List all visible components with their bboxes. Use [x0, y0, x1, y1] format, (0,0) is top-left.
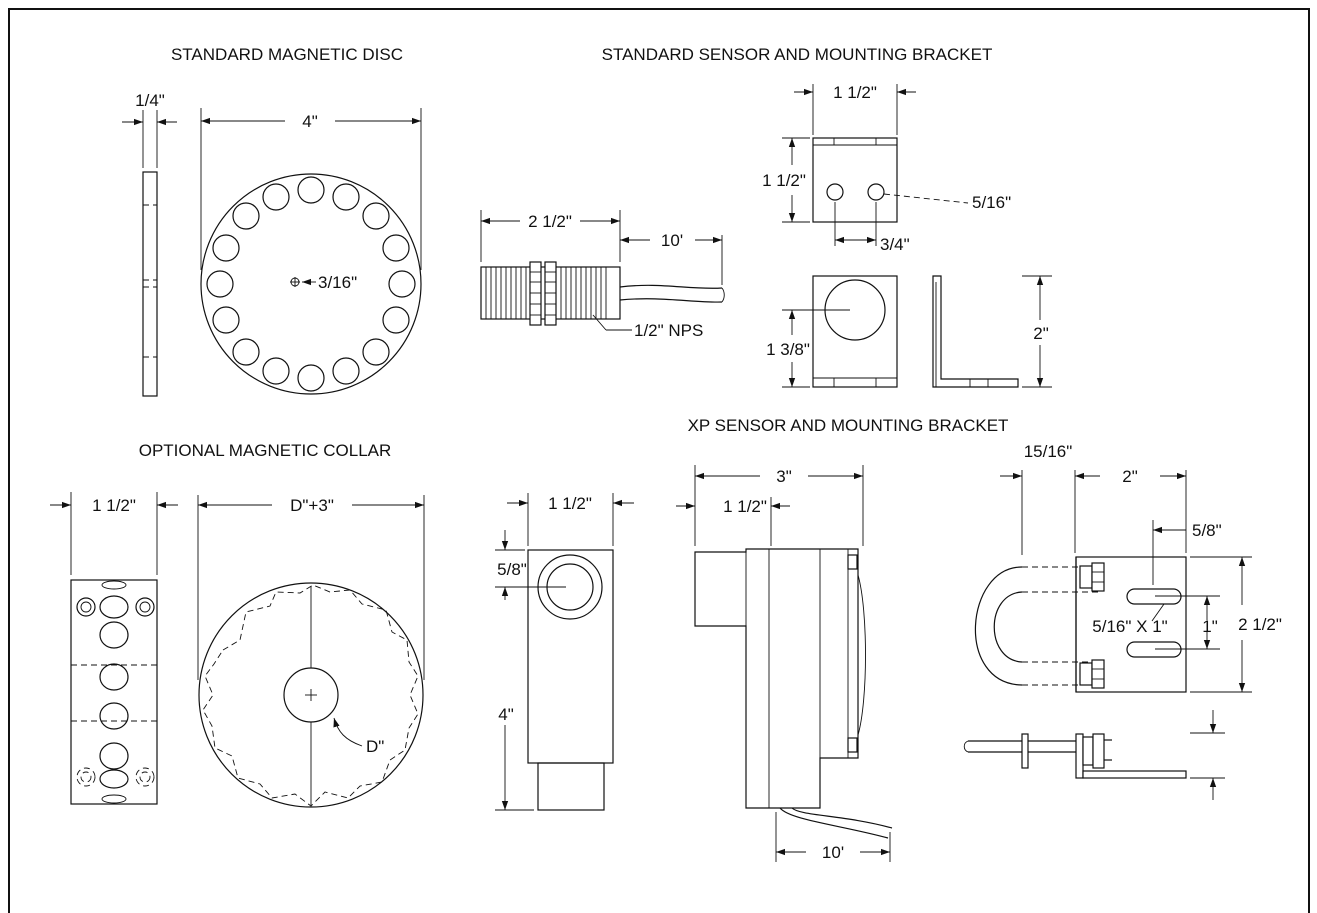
bracket-hole-label: 5/16"	[972, 193, 1011, 212]
disc-thickness-label: 1/4"	[135, 91, 165, 110]
title-standard-sensor: STANDARD SENSOR AND MOUNTING BRACKET	[602, 45, 993, 64]
disc-hole-label: 3/16"	[318, 273, 357, 292]
bracket-width-label: 1 1/2"	[833, 83, 877, 102]
xp-bracket-width-label: 2"	[1122, 467, 1138, 486]
xp-top-offset-label: 5/8"	[497, 560, 527, 579]
title-xp-sensor: XP SENSOR AND MOUNTING BRACKET	[688, 416, 1009, 435]
title-optional-magnetic-collar: OPTIONAL MAGNETIC COLLAR	[139, 441, 392, 460]
xp-ubolt-offset-label: 15/16"	[1024, 442, 1073, 461]
xp-ubolt-bracket-bottom	[963, 710, 1225, 800]
standard-bracket-front	[782, 84, 969, 246]
xp-slot-offset-label: 5/8"	[1192, 521, 1222, 540]
xp-side-offset-label: 1 1/2"	[723, 497, 767, 516]
collar-bore-label: D"	[366, 737, 384, 756]
xp-slot-spacing-label: 1"	[1202, 617, 1218, 636]
bracket-side-height-label: 2"	[1033, 324, 1049, 343]
xp-ubolt-bracket-front	[974, 470, 1252, 693]
xp-slot-size-label: 5/16" X 1"	[1092, 617, 1167, 636]
collar-front-view	[197, 495, 425, 808]
bracket-hole-center-label: 1 3/8"	[766, 340, 810, 359]
xp-cable-label: 10'	[822, 843, 844, 862]
collar-diameter-label: D"+3"	[290, 496, 334, 515]
xp-bracket-height-label: 2 1/2"	[1238, 615, 1282, 634]
sensor-length-label: 2 1/2"	[528, 212, 572, 231]
xp-front-width-label: 1 1/2"	[548, 494, 592, 513]
xp-sensor-front	[495, 493, 634, 811]
sensor-thread-label: 1/2" NPS	[634, 321, 703, 340]
standard-sensor-body	[480, 210, 725, 331]
sensor-cable-label: 10'	[661, 231, 683, 250]
bracket-height-label: 1 1/2"	[762, 171, 806, 190]
xp-height-label: 4"	[498, 705, 514, 724]
disc-front-view	[200, 108, 422, 395]
standard-bracket-hole-view	[782, 275, 898, 388]
bracket-hole-spacing-label: 3/4"	[880, 235, 910, 254]
collar-width-label: 1 1/2"	[92, 496, 136, 515]
drawing-border	[8, 8, 1310, 913]
xp-side-width-label: 3"	[776, 467, 792, 486]
disc-diameter-label: 4"	[302, 112, 318, 131]
xp-sensor-side	[676, 465, 893, 862]
standard-bracket-side	[932, 275, 1052, 388]
title-standard-magnetic-disc: STANDARD MAGNETIC DISC	[171, 45, 403, 64]
disc-side-view	[122, 110, 177, 397]
collar-side-view	[50, 492, 178, 805]
